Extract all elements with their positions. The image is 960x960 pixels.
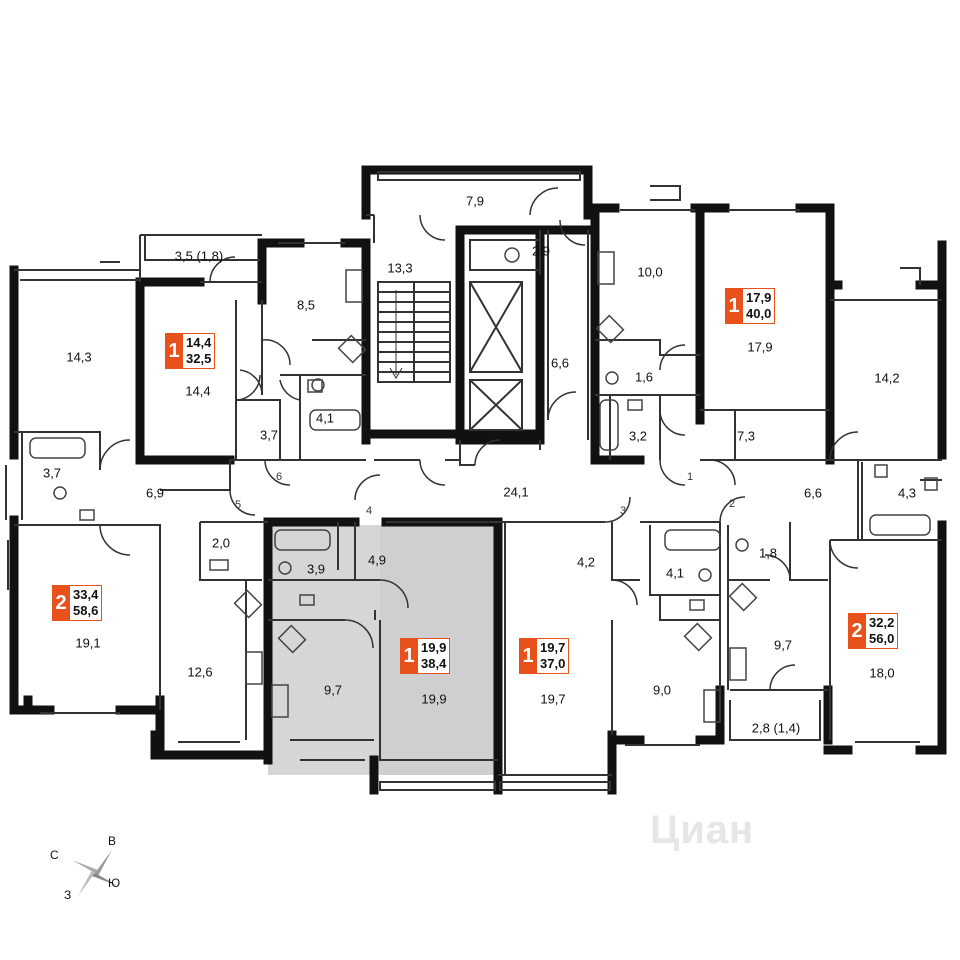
room-label: 2,8 (1,4): [751, 720, 801, 736]
room-label: 3,7: [259, 427, 279, 443]
room-label: 14,4: [185, 383, 211, 399]
compass-south: Ю: [108, 876, 121, 890]
room-label: 1,8: [758, 545, 778, 561]
room-label: 3,7: [42, 465, 62, 481]
room-label: 17,9: [747, 339, 773, 355]
room-label: 3,9: [306, 561, 326, 577]
room-label: 14,3: [66, 349, 92, 365]
badge-living-area: 14,4: [186, 335, 212, 350]
room-label: 4,2: [576, 554, 596, 570]
badge-living-area: 32,2: [869, 615, 895, 630]
room-label: 7,3: [736, 428, 756, 444]
fixtures: [29, 247, 938, 723]
room-label: 10,0: [637, 264, 663, 280]
room-label: 9,7: [323, 682, 343, 698]
badge-total-area: 40,0: [746, 306, 772, 321]
badge-rooms: 2: [848, 613, 866, 649]
stair-arrow: [389, 290, 403, 379]
badge-living-area: 19,9: [421, 640, 447, 655]
room-label: 7,9: [465, 193, 485, 209]
badge-total-area: 32,5: [186, 351, 212, 366]
door-number: 3: [619, 505, 627, 517]
room-label: 13,3: [387, 260, 413, 276]
badge-total-area: 38,4: [421, 656, 447, 671]
badge-total-area: 56,0: [869, 631, 895, 646]
badge-total-area: 58,6: [73, 603, 99, 618]
room-label: 4,3: [897, 485, 917, 501]
room-label: 19,9: [421, 691, 447, 707]
room-label: 9,0: [652, 682, 672, 698]
compass-icon: [72, 850, 118, 896]
compass-west: З: [64, 888, 72, 902]
badge-rooms: 1: [519, 638, 537, 674]
room-label: 3,2: [628, 428, 648, 444]
compass-east: В: [108, 834, 117, 848]
badge-rooms: 1: [725, 288, 743, 324]
badge-living-area: 19,7: [540, 640, 566, 655]
door-swings: [99, 187, 859, 691]
door-number: 1: [686, 471, 694, 483]
room-label: 3,5 (1,8): [174, 248, 224, 264]
thin-walls: [5, 171, 942, 791]
room-label: 14,2: [874, 370, 900, 386]
compass-north: С: [50, 848, 59, 862]
room-label: 19,1: [75, 635, 101, 651]
room-label: 6,6: [550, 355, 570, 371]
watermark: Циан: [650, 808, 755, 852]
room-label: 6,9: [145, 485, 165, 501]
door-number: 2: [728, 498, 736, 510]
room-label: 4,1: [315, 410, 335, 426]
room-label: 4,9: [367, 552, 387, 568]
badge-living-area: 33,4: [73, 587, 99, 602]
room-label: 24,1: [503, 484, 529, 500]
room-label: 2,9: [531, 243, 551, 259]
room-label: 19,7: [540, 691, 566, 707]
door-number: 5: [234, 499, 242, 511]
room-label: 2,0: [211, 535, 231, 551]
room-label: 18,0: [869, 665, 895, 681]
badge-rooms: 1: [165, 333, 183, 369]
badge-rooms: 2: [52, 585, 70, 621]
badge-living-area: 17,9: [746, 290, 772, 305]
room-label: 12,6: [187, 664, 213, 680]
room-label: 9,7: [773, 637, 793, 653]
compass-rose: В С Ю З: [50, 834, 140, 908]
room-label: 4,1: [665, 565, 685, 581]
badge-total-area: 37,0: [540, 656, 566, 671]
badge-rooms: 1: [400, 638, 418, 674]
door-number: 4: [365, 505, 373, 517]
room-label: 1,6: [634, 369, 654, 385]
room-label: 6,6: [803, 485, 823, 501]
room-label: 8,5: [296, 297, 316, 313]
door-number: 6: [275, 471, 283, 483]
